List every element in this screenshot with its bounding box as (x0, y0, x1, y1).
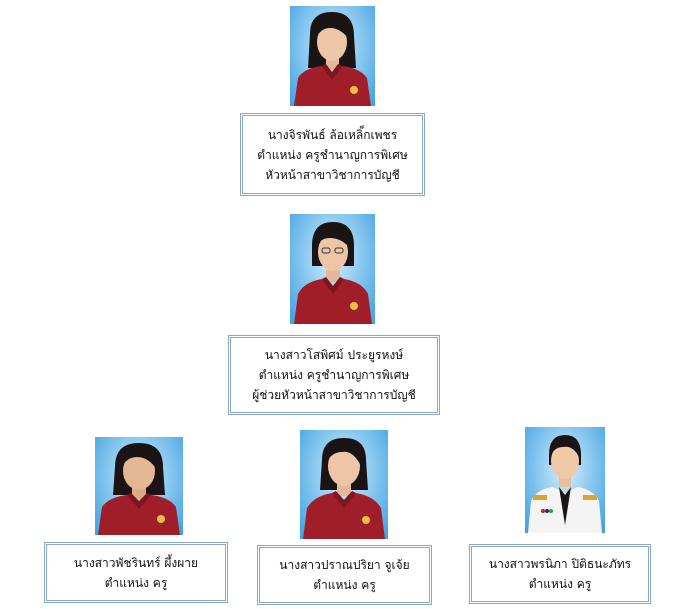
member-2-position: ตำแหน่ง ครูชำนาญการพิเศษ (258, 368, 410, 382)
member-3-name: นางสาวพัชรินทร์ ผึ้งผาย (73, 555, 199, 570)
member-card-4: นางสาวปราณปริยา จูเจ้ย ตำแหน่ง ครู (257, 545, 432, 605)
member-1-name: นางจิรพันธ์ ล้อเหลิ็กเพชร (267, 127, 398, 142)
member-3-position: ตำแหน่ง ครู (104, 575, 168, 590)
portrait-photo-5 (525, 427, 605, 533)
member-1-role: หัวหน้าสาขาวิชาการบัญชี (265, 167, 400, 182)
member-2-name: นางสาวโสพิศม์ ประยูรหงษ์ (264, 348, 404, 362)
portrait-photo-3 (95, 437, 183, 535)
portrait-3-graphic (98, 443, 180, 535)
member-5-position: ตำแหน่ง ครู (528, 577, 592, 591)
portrait-4-graphic (303, 438, 385, 539)
member-2-role: ผู้ช่วยหัวหน้าสาขาวิชาการบัญชี (252, 388, 416, 402)
member-4-position: ตำแหน่ง ครู (313, 578, 376, 592)
portrait-photo-4 (300, 430, 388, 539)
member-card-1: นางจิรพันธ์ ล้อเหลิ็กเพชร ตำแหน่ง ครูชำน… (240, 113, 425, 196)
portrait-photo-2 (290, 214, 375, 324)
member-4-name: นางสาวปราณปริยา จูเจ้ย (279, 558, 410, 572)
member-card-2: นางสาวโสพิศม์ ประยูรหงษ์ ตำแหน่ง ครูชำนา… (228, 335, 440, 415)
member-1-position: ตำแหน่ง ครูชำนาญการพิเศษ (257, 147, 408, 162)
member-5-name: นางสาวพรนิภา ปิติธนะภัทร (488, 557, 632, 571)
portrait-photo-1 (290, 6, 375, 106)
member-card-3: นางสาวพัชรินทร์ ผึ้งผาย ตำแหน่ง ครู (44, 542, 228, 603)
portrait-2-graphic (294, 222, 372, 324)
portrait-1-graphic (294, 12, 371, 106)
portrait-5-graphic (528, 435, 602, 533)
member-card-5: นางสาวพรนิภา ปิติธนะภัทร ตำแหน่ง ครู (469, 544, 651, 604)
